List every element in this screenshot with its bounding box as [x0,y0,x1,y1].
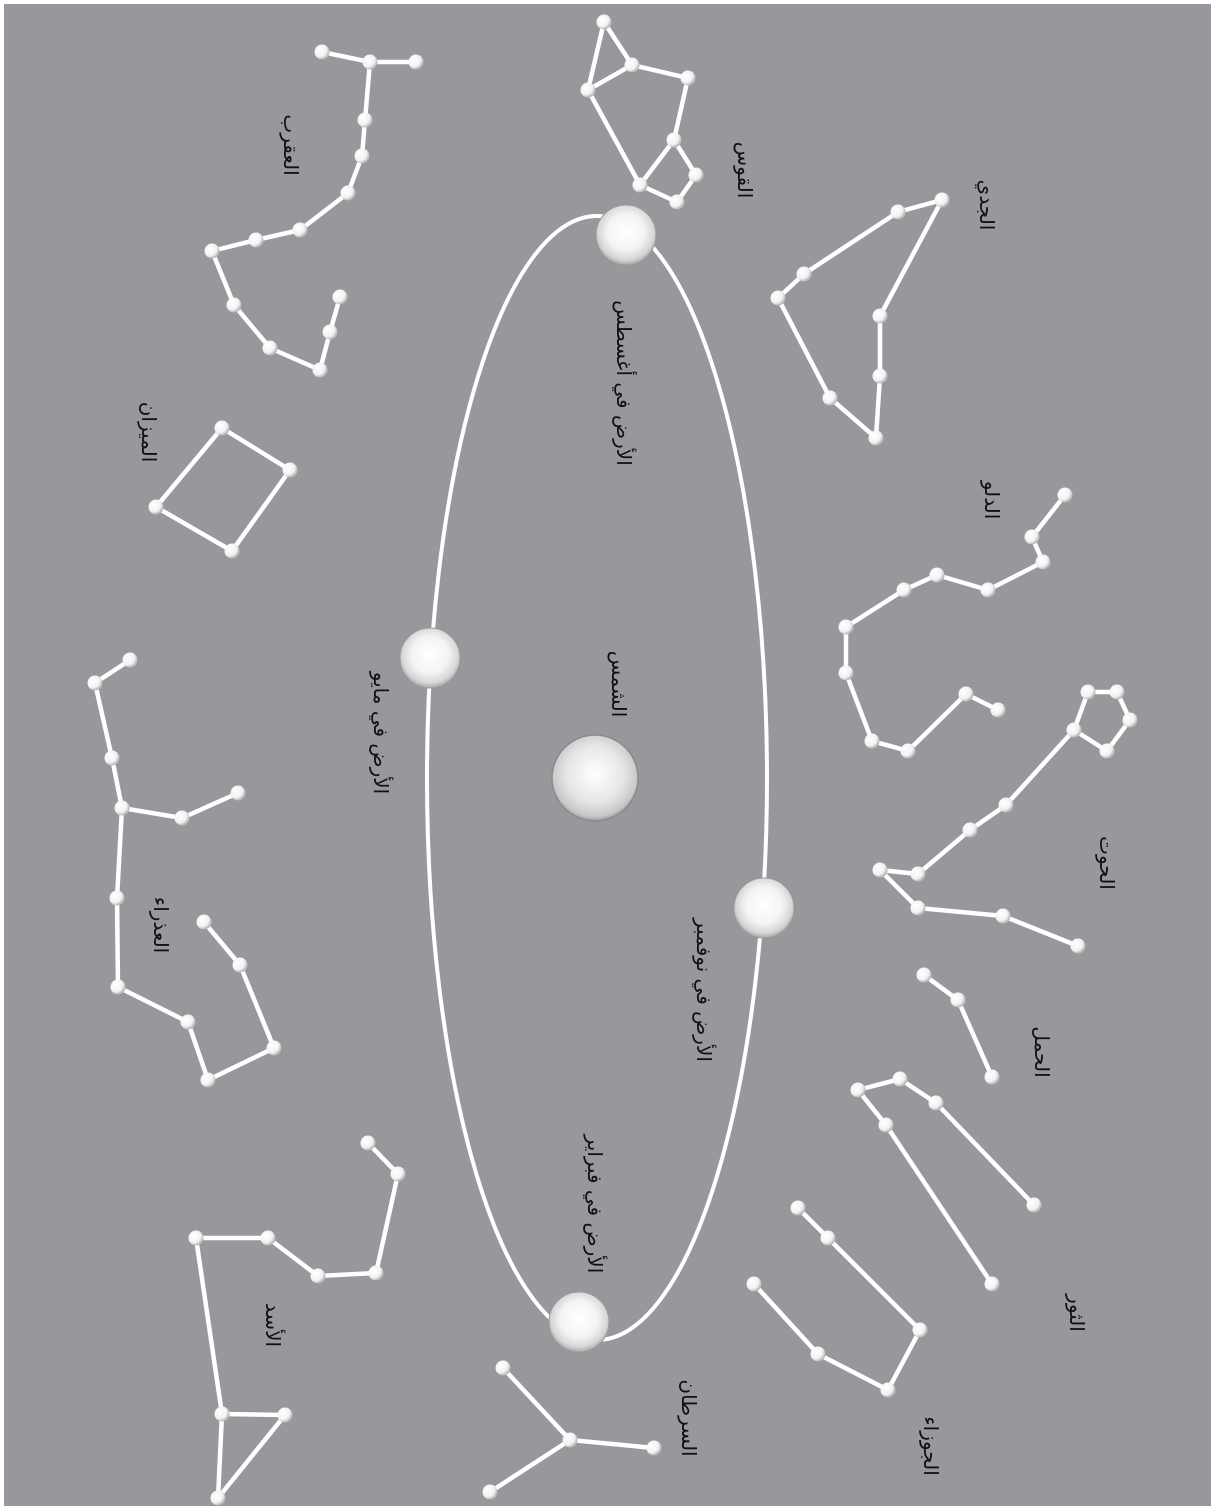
earth-november-icon [734,878,794,938]
aquarius-label: الدلو [980,480,1004,520]
capricorn-label: الجدي [974,180,999,231]
virgo-label: العذراء [149,897,173,953]
earth-august-icon [596,205,656,265]
earth-may-label: الأرض في مايو [368,671,393,794]
taurus-label: الثور [1065,1293,1089,1332]
pisces-label: الحوت [1095,836,1119,890]
sun-icon [552,735,638,821]
earth-february-icon [549,1292,609,1352]
sagittarius-label: القوس [733,142,757,199]
cancer-label: السرطان [677,1379,701,1456]
aries-label: الحمل [1030,1026,1054,1077]
earth-november-label: الأرض في نوفمبر [691,917,716,1062]
earth-may-icon [400,628,460,688]
sun-label: الشمس [607,651,631,718]
gemini-label: الجوزاء [919,1416,943,1476]
earth-august-label: الأرض في أغسطس [611,300,637,466]
leo-label: الأسد [261,1303,285,1347]
libra-label: الميزان [137,402,161,463]
scorpio-label: العقرب [279,114,303,175]
earth-february-label: الأرض في فبراير [582,1134,607,1274]
